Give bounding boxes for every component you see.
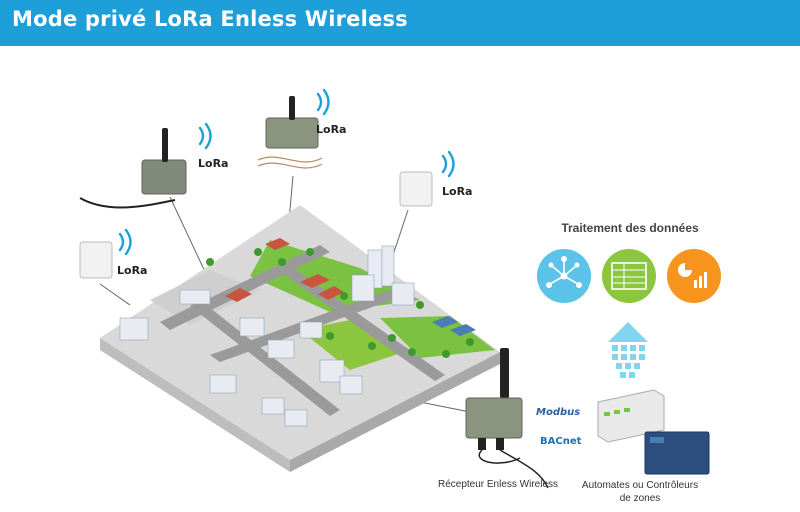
page-header: Mode privé LoRa Enless Wireless [0,0,800,46]
sensor-temperature-probe [257,96,323,169]
sensor-antenna-cable [79,128,187,209]
data-table-icon [602,249,656,303]
controller-din-rail [597,389,665,443]
sensor-ambient-box-right [399,171,433,207]
controller-blue-unit [644,431,710,475]
controllers-label: Automates ou Contrôleurs de zones [581,480,699,504]
wireless-signal-icon [316,88,330,116]
smart-city-illustration [100,205,500,472]
modbus-logo: Modbus [536,407,581,418]
network-nodes-icon [537,249,591,303]
lora-tag: LoRa [117,264,148,277]
lora-tag: LoRa [316,123,347,136]
lora-tag: LoRa [198,157,229,170]
gateway-label: Récepteur Enless Wireless [437,479,559,490]
data-upload-arrow-icon [608,322,648,378]
sensor-ambient-box-left [79,241,113,279]
analytics-chart-icon [667,249,721,303]
bacnet-logo: BACnet [540,436,582,447]
gateway-device [465,348,549,489]
diagram-canvas [79,88,721,489]
wireless-signal-icon [441,150,455,178]
wireless-signal-icon [198,122,212,150]
processing-title: Traitement des données [561,221,699,235]
page-title: Mode privé LoRa Enless Wireless [12,7,408,31]
lora-tag: LoRa [442,185,473,198]
wireless-signal-icon [118,228,132,256]
